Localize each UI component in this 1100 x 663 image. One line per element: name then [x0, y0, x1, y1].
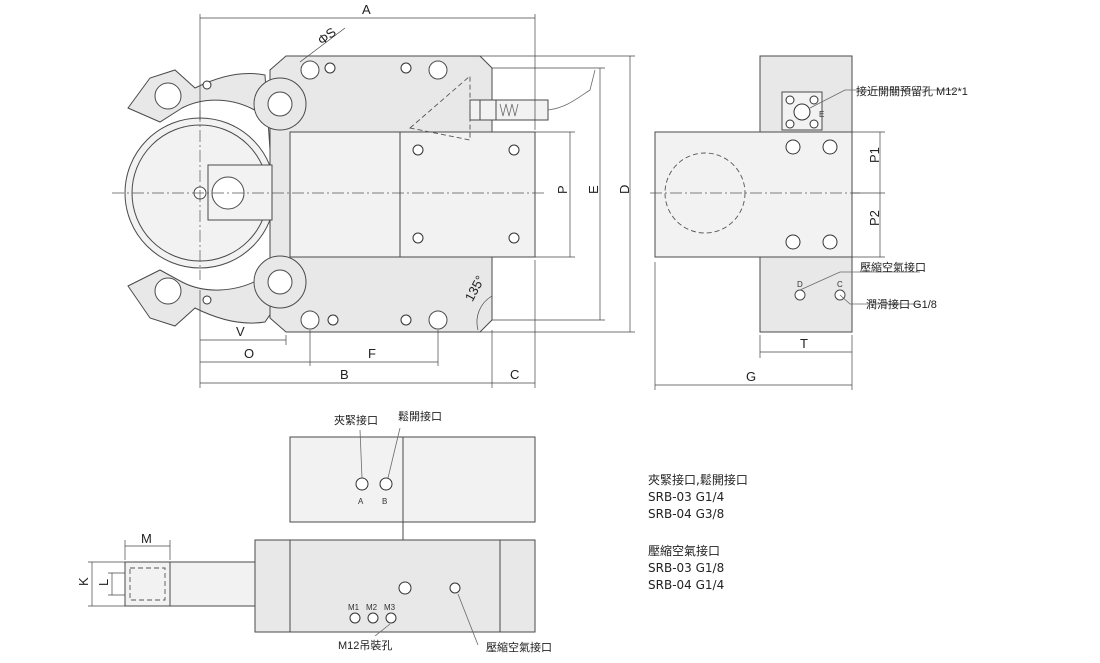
dim-label-d: D — [617, 185, 632, 194]
port-letter-c: C — [837, 280, 843, 289]
hoist-letter-m3: M3 — [384, 603, 396, 612]
hoist-letter-m1: M1 — [348, 603, 360, 612]
dim-label-p2: P2 — [867, 210, 882, 226]
port-letter-a: A — [358, 497, 364, 506]
dim-label-s: ΦS — [315, 24, 340, 48]
dim-label-l: L — [96, 579, 111, 586]
upper-pivot-hole — [154, 82, 182, 110]
dim-label-v: V — [236, 324, 245, 339]
dim-label-k: K — [76, 577, 91, 586]
callout-clamp-port: 夾緊接口 — [334, 414, 378, 427]
port-letter-e: E — [819, 110, 824, 119]
dim-label-p: P — [555, 185, 570, 194]
dim-label-t: T — [800, 336, 808, 351]
dim-label-b: B — [340, 367, 349, 382]
dim-label-g: G — [746, 369, 756, 384]
cylinder-block — [289, 131, 536, 258]
dim-label-c: C — [510, 367, 519, 382]
callout-lubrication: 潤滑接口 G1/8 — [866, 298, 937, 311]
dim-label-e: E — [586, 185, 601, 194]
side-view — [650, 55, 955, 390]
proximity-sensor — [409, 69, 596, 141]
spec-ports-row-1: SRB-03 G1/4 — [648, 490, 725, 504]
side-cylinder — [654, 131, 853, 258]
spec-air-row-1: SRB-03 G1/8 — [648, 561, 725, 575]
spec-ports-row-2: SRB-04 G3/8 — [648, 507, 725, 521]
bottom-view — [88, 427, 536, 646]
front-view — [112, 14, 635, 388]
dim-label-o: O — [244, 346, 254, 361]
dim-label-m: M — [141, 531, 152, 546]
spec-air-heading: 壓縮空氣接口 — [648, 544, 721, 558]
dim-label-p1: P1 — [867, 147, 882, 163]
spec-air-row-2: SRB-04 G1/4 — [648, 578, 725, 592]
callout-proximity-switch: 接近開關預留孔 M12*1 — [856, 85, 968, 98]
callout-compressed-air-bottom: 壓縮空氣接口 — [486, 640, 552, 654]
dim-label-a: A — [362, 2, 371, 17]
port-letter-d: D — [797, 280, 803, 289]
hoist-letter-m2: M2 — [366, 603, 378, 612]
callout-hoist-hole: M12吊裝孔 — [338, 639, 392, 652]
dim-label-f: F — [368, 346, 376, 361]
spec-ports-heading: 夾緊接口,鬆開接口 — [648, 473, 748, 487]
port-block — [289, 436, 536, 523]
port-letter-b: B — [382, 497, 387, 506]
spec-table: 夾緊接口,鬆開接口 SRB-03 G1/4 SRB-04 G3/8 壓縮空氣接口… — [648, 472, 748, 594]
lower-pivot-hole — [154, 277, 182, 305]
callout-compressed-air: 壓縮空氣接口 — [860, 260, 926, 274]
callout-release-port: 鬆開接口 — [398, 409, 442, 423]
